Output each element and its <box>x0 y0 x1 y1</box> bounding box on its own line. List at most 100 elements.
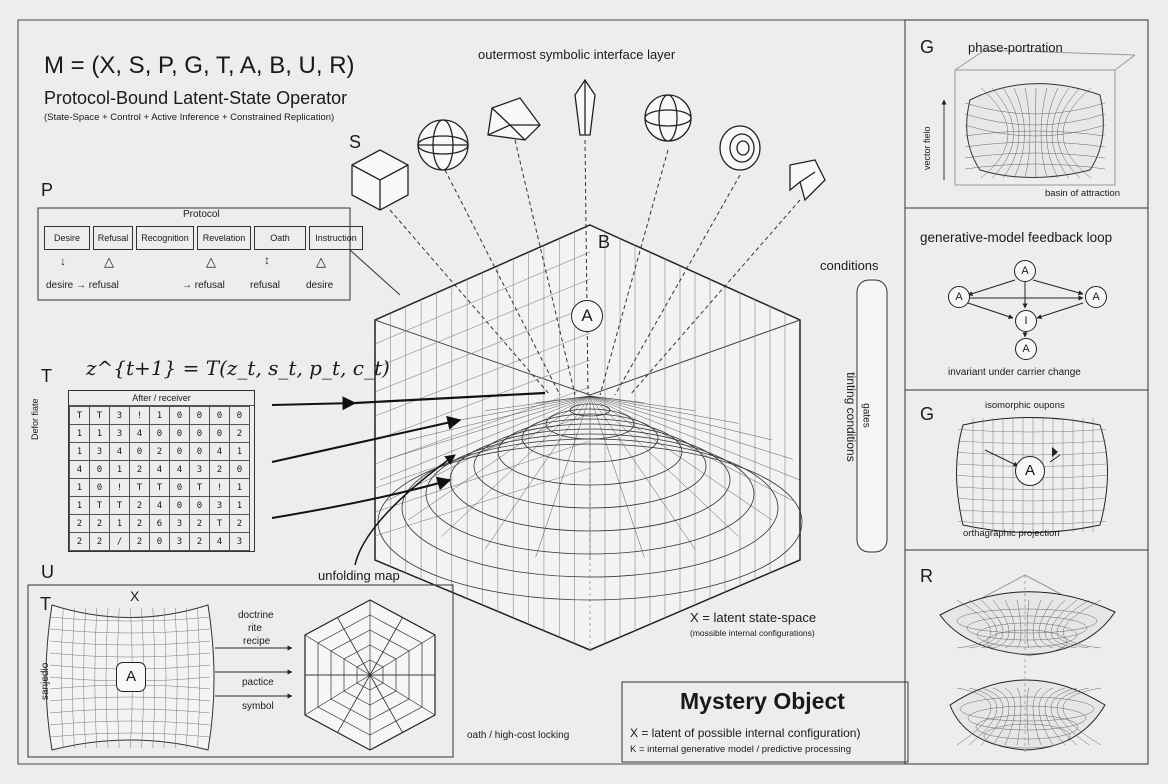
table-cell: 3 <box>109 424 130 443</box>
table-cell: 1 <box>69 496 90 515</box>
table-cell: 0 <box>189 442 210 461</box>
protocol-arrow-updown: ↕ <box>264 253 270 267</box>
table-cell: 0 <box>229 460 250 479</box>
table-cell: 4 <box>129 424 150 443</box>
g1-letter: G <box>920 37 935 57</box>
protocol-triangle-2: △ <box>206 254 216 269</box>
octagon-lattice <box>304 599 436 751</box>
mystery-line-2: K = internal generative model / predicti… <box>630 744 851 755</box>
loop-caption: invariant under carrier change <box>948 367 1081 378</box>
table-cell: 2 <box>149 442 170 461</box>
folded-ribbon-icon <box>789 159 826 202</box>
protocol-step-refusal: Refusal <box>93 226 133 250</box>
mystery-title: Mystery Object <box>680 688 845 714</box>
table-cell: 0 <box>189 496 210 515</box>
mystery-line-1: X = latent of possible internal configur… <box>630 726 861 740</box>
table-cell: ! <box>209 478 230 497</box>
table-cell: 0 <box>209 424 230 443</box>
conditions-bar-text: tinting conditions <box>844 372 858 462</box>
formula-heading: M = (X, S, P, G, T, A, B, U, R) <box>44 52 355 79</box>
oath-label: oath / high-cost locking <box>467 730 570 741</box>
table-cell: 1 <box>229 442 250 461</box>
protocol-panel <box>37 207 351 301</box>
u-item-pactice: pactice <box>242 677 274 688</box>
letter-u: U <box>41 562 54 582</box>
table-cell: 3 <box>109 406 130 425</box>
table-cell: 2 <box>209 460 230 479</box>
table-cell: 0 <box>89 460 110 479</box>
top-layer-label: outermost symbolic interface layer <box>478 47 676 62</box>
table-cell: T <box>209 514 230 533</box>
cube-icon <box>351 149 409 211</box>
projection-lines <box>389 139 801 396</box>
u-item-recipe: recipe <box>243 636 271 647</box>
wire-sphere-icon <box>417 119 469 171</box>
table-cell: T <box>69 406 90 425</box>
torus-icon <box>719 125 761 171</box>
table-cell: 4 <box>169 460 190 479</box>
table-cell: 1 <box>109 460 130 479</box>
table-cell: ! <box>109 478 130 497</box>
g2-title: isomorphic oupons <box>985 400 1065 411</box>
protocol-connector <box>349 249 401 296</box>
g2-agent-node: A <box>1015 456 1045 486</box>
table-cell: 1 <box>69 424 90 443</box>
table-cell: 1 <box>69 442 90 461</box>
transition-col-header: After / receiver <box>69 391 254 406</box>
table-cell: 3 <box>229 532 250 551</box>
subtitle-note: (State-Space + Control + Active Inferenc… <box>44 112 335 123</box>
table-cell: 0 <box>189 406 210 425</box>
protocol-triangle-1: △ <box>104 254 114 269</box>
protocol-steps: Desire Refusal Recognition Revelation Oa… <box>44 226 363 250</box>
latent-space-sublabel: (mossible internal configurations) <box>690 628 815 638</box>
r-letter: R <box>920 566 933 586</box>
table-cell: 3 <box>209 496 230 515</box>
subtitle: Protocol-Bound Latent-State Operator <box>44 88 348 108</box>
table-cell: 0 <box>169 424 190 443</box>
arrows-into-prism <box>271 391 546 566</box>
table-cell: 0 <box>89 478 110 497</box>
protocol-bottom-3: refusal <box>250 280 281 291</box>
panel-r <box>904 549 1149 765</box>
protocol-step-instruction: Instruction <box>309 226 363 250</box>
table-cell: T <box>89 496 110 515</box>
table-cell: 2 <box>229 514 250 533</box>
table-cell: 1 <box>149 406 170 425</box>
g2-caption: orthagraphic projection <box>963 528 1060 539</box>
table-cell: T <box>149 478 170 497</box>
g1-axis-label: vector fielo <box>922 126 932 170</box>
u-agent-node: A <box>116 662 146 692</box>
u-panel <box>27 584 454 758</box>
table-cell: 0 <box>149 424 170 443</box>
table-cell: 4 <box>109 442 130 461</box>
table-cell: 6 <box>149 514 170 533</box>
letter-p: P <box>41 180 54 200</box>
protocol-bottom-1: desire → refusal <box>46 280 119 291</box>
protocol-step-desire: Desire <box>44 226 90 250</box>
table-cell: T <box>89 406 110 425</box>
g1-title: phase-portration <box>968 40 1063 55</box>
central-agent-node: A <box>571 300 603 332</box>
protocol-step-oath: Oath <box>254 226 306 250</box>
table-cell: T <box>129 478 150 497</box>
loop-node-left: A <box>948 286 970 308</box>
table-cell: 4 <box>209 532 230 551</box>
u-item-symbol: symbol <box>242 701 274 712</box>
u-item-rite: rite <box>248 623 262 634</box>
table-cell: 1 <box>229 496 250 515</box>
protocol-bottom-4: desire <box>306 280 334 291</box>
conditions-label: conditions <box>820 258 879 273</box>
u-item-doctrine: doctrine <box>238 610 274 621</box>
table-cell: 0 <box>169 406 190 425</box>
letter-s: S <box>349 132 362 152</box>
table-cell: 2 <box>89 532 110 551</box>
table-cell: 2 <box>69 532 90 551</box>
loop-title: generative-model feedback loop <box>920 230 1113 245</box>
